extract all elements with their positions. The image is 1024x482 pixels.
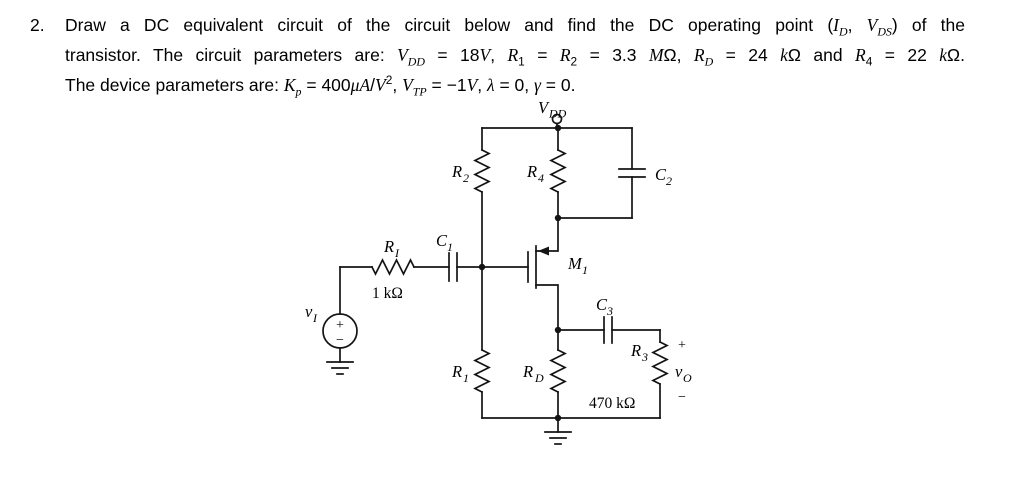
problem-text: Draw a DC equivalent circuit of the circ… — [65, 10, 965, 100]
r3-label: R — [630, 341, 641, 360]
vdd-label: V — [538, 98, 550, 117]
vo-minus-sign: − — [678, 390, 686, 405]
r4-label: R — [526, 162, 537, 181]
c2-label: C — [655, 165, 667, 184]
resistor-r4 — [549, 127, 567, 219]
vo-plus-sign: + — [678, 338, 686, 353]
vdd-label-sub: DD — [548, 107, 567, 121]
problem-line-2: transistor. The circuit parameters are: … — [65, 45, 965, 69]
ri-label-sub: I — [394, 246, 400, 260]
capacitor-c1 — [413, 252, 483, 282]
vi-minus-sign: − — [336, 333, 344, 348]
problem-line-1: Draw a DC equivalent circuit of the circ… — [65, 15, 965, 39]
vi-label: v — [305, 302, 313, 321]
vi-plus-sign: + — [336, 318, 344, 333]
m1-label: M — [567, 254, 583, 273]
ground-rail — [481, 417, 661, 445]
m1-label-sub: 1 — [582, 263, 588, 277]
r2-label-sub: 2 — [463, 171, 469, 185]
r3-label-sub: 3 — [641, 350, 648, 364]
ri-label: R — [383, 237, 394, 256]
junction-dots — [478, 124, 562, 422]
resistor-r1 — [473, 266, 491, 419]
c3-label-sub: 3 — [606, 304, 613, 318]
capacitor-c2 — [557, 127, 646, 219]
ri-value: 1 kΩ — [372, 285, 403, 302]
source-arrow-icon — [538, 246, 549, 256]
c2-label-sub: 2 — [666, 174, 672, 188]
r3-value: 470 kΩ — [589, 395, 635, 412]
r1-label: R — [451, 362, 462, 381]
vo-label: v — [675, 362, 683, 381]
problem-line-3: The device parameters are: Kp = 400μA/V2… — [65, 73, 576, 99]
resistor-rd — [549, 329, 567, 419]
voltage-source-vi — [322, 266, 358, 375]
capacitor-c3 — [557, 316, 661, 344]
r2-label: R — [451, 162, 462, 181]
resistor-r2 — [473, 127, 491, 268]
resistor-ri — [339, 258, 416, 276]
rd-label: R — [522, 362, 533, 381]
rd-label-sub: D — [534, 371, 544, 385]
c1-label: C — [436, 231, 448, 250]
c1-label-sub: 1 — [447, 240, 453, 254]
r1-label-sub: 1 — [463, 371, 469, 385]
vo-label-sub: O — [683, 371, 692, 385]
r4-label-sub: 4 — [538, 171, 544, 185]
vi-label-sub: I — [312, 311, 318, 325]
c3-label: C — [596, 295, 608, 314]
problem-statement: 2. Draw a DC equivalent circuit of the c… — [30, 10, 965, 100]
resistor-r3 — [651, 329, 669, 419]
problem-number: 2. — [30, 15, 45, 35]
transistor-m1 — [481, 217, 559, 331]
